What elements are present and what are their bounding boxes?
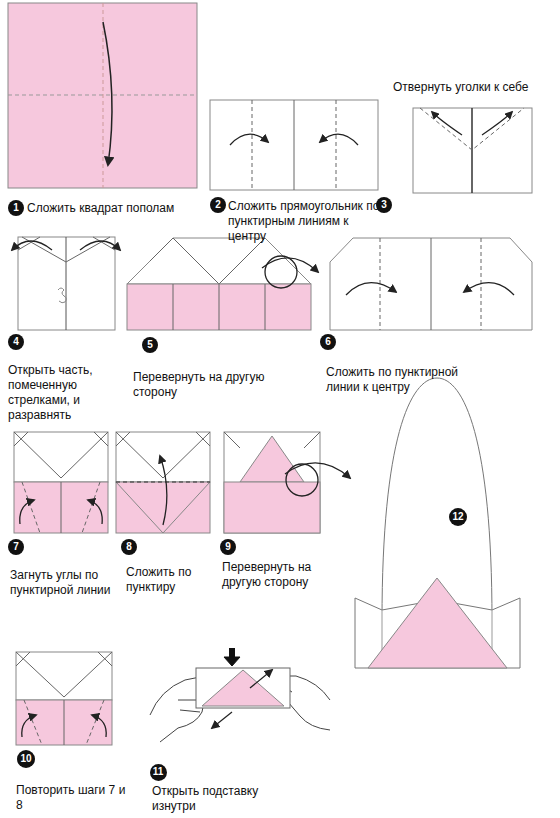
step-number: 11: [150, 764, 167, 781]
step-number-text: 1: [13, 203, 19, 213]
step-caption: Загнуть углы по пунктирной линии: [10, 568, 120, 598]
step-number-text: 11: [153, 767, 164, 777]
step-number-text: 6: [325, 337, 331, 347]
step-number: 4: [8, 334, 24, 350]
step-caption: Открыть часть, помеченную стрелками, и р…: [8, 363, 120, 423]
step-caption: Повторить шаги 7 и 8: [16, 783, 126, 813]
step-number-text: 9: [225, 542, 231, 552]
step-number-text: 5: [147, 340, 153, 350]
step-number-text: 3: [381, 200, 387, 210]
step-number-text: 4: [13, 337, 19, 347]
step-caption: Отвернуть уголки к себе: [393, 80, 533, 95]
step-number: 5: [142, 337, 158, 353]
step-number-text: 8: [126, 542, 132, 552]
step-caption: Сложить по пунктиру: [126, 565, 216, 595]
step-caption: Сложить по пунктирной линии к центру: [326, 365, 476, 395]
step-caption: Сложить квадрат пополам: [27, 201, 192, 216]
step-number: 6: [320, 334, 336, 350]
step-number: 10: [17, 750, 35, 768]
step-number: 7: [8, 539, 24, 555]
step-number-text: 12: [452, 512, 463, 522]
step-number-text: 7: [13, 542, 19, 552]
step-number: 9: [220, 539, 236, 555]
step-caption: Перевернуть на другую сторону: [133, 370, 283, 400]
step-number-text: 2: [215, 200, 221, 210]
step-caption: Открыть подставку изнутри: [152, 784, 272, 814]
pink-square: [8, 3, 197, 188]
step-number: 1: [8, 200, 24, 216]
step-caption: Перевернуть на другую сторону: [222, 560, 352, 590]
step-number: 8: [121, 539, 137, 555]
step-number: 2: [210, 197, 226, 213]
step-number-text: 10: [20, 754, 31, 764]
step-caption: Сложить прямоугольник по пунктирным лини…: [228, 199, 380, 244]
step-number: 12: [449, 508, 467, 526]
